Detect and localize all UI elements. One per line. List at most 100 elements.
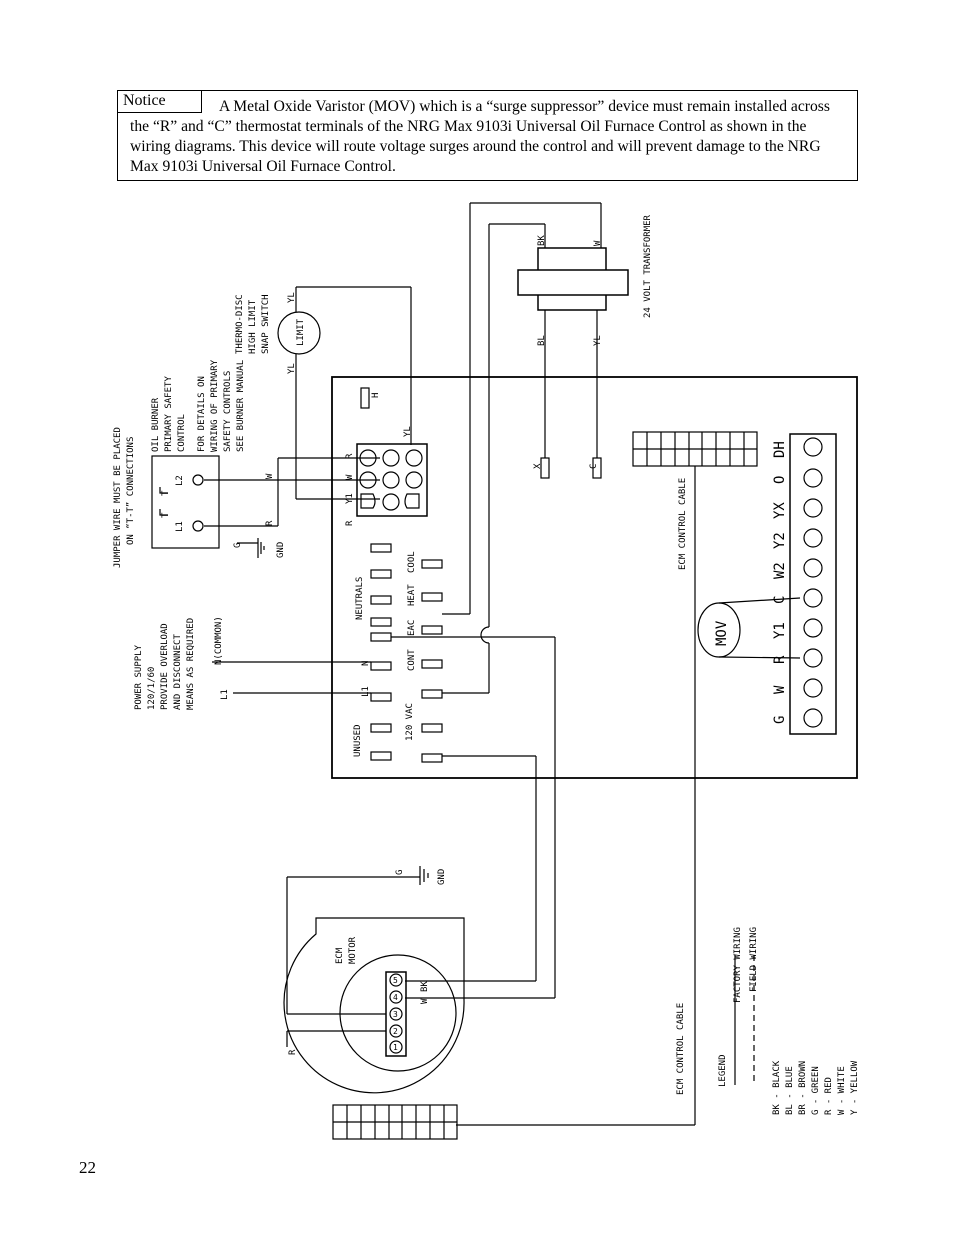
board-label-120vac: 120 VAC: [405, 703, 415, 741]
wire-label-bk: BK: [537, 235, 547, 246]
thermostat-terminal-w: W: [772, 685, 788, 694]
oil-burner-desc-1: OIL BURNER: [151, 397, 161, 452]
transformer-label: 24 VOLT TRANSFORMER: [643, 214, 653, 318]
legend-item-bl: BL - BLUE: [785, 1066, 795, 1115]
notice-tag: Notice: [118, 91, 202, 113]
board-label-eac: EAC: [407, 620, 417, 636]
ecm-motor-label-2: MOTOR: [348, 936, 358, 964]
ecm-motor: [283, 917, 465, 1094]
limit-label: LIMIT: [296, 318, 306, 346]
legend-factory: FACTORY WIRING: [733, 927, 743, 1003]
oil-burner-t-mark-1: T: [161, 490, 171, 496]
power-desc-4: AND DISCONNECT: [173, 634, 183, 710]
power-label-n-common: N(COMMON): [214, 616, 224, 665]
oil-burner-control: [151, 455, 380, 558]
mov-label: MOV: [714, 620, 730, 646]
legend-item-w: W - WHITE: [837, 1066, 847, 1115]
ecm-pin-5: 5: [393, 976, 398, 985]
ecm-label-g: G: [395, 870, 405, 875]
ecm-pin-1: 1: [393, 1043, 398, 1052]
oil-burner-desc-7: SEE BURNER MANUAL: [236, 360, 246, 452]
legend-item-bk: BK - BLACK: [772, 1060, 782, 1115]
thermostat-terminal-o: O: [772, 476, 788, 484]
power-desc-2: 120/1/60: [147, 667, 157, 710]
wire-label-bl: BL: [537, 335, 547, 346]
notice-box: Notice A Metal Oxide Varistor (MOV) whic…: [117, 90, 858, 181]
ecm-label-bk: BK: [420, 981, 430, 992]
legend-title: LEGEND: [718, 1054, 728, 1087]
wire-label-yl-board: YL: [403, 426, 413, 437]
oil-burner-desc-4: FOR DETAILS ON: [197, 376, 207, 452]
thermostat-terminal-w2: W2: [772, 562, 788, 579]
thermostat-terminal-y1: Y1: [772, 622, 788, 639]
limit-desc-2: HIGH LIMIT: [248, 299, 258, 354]
wire-label-g: G: [233, 543, 243, 548]
board-label-unused: UNUSED: [353, 724, 363, 757]
wire-label-yl-limit-bottom: YL: [287, 363, 297, 374]
plug-label-r-lower: R: [345, 520, 355, 526]
plug-label-w: W: [345, 474, 355, 480]
ecm-cable-connector: [332, 1104, 458, 1140]
legend-lines: [734, 955, 755, 1085]
oil-burner-term-l2: L2: [175, 475, 185, 486]
legend-item-y: Y - YELLOW: [850, 1060, 860, 1115]
plug-label-y1: Y1: [345, 493, 355, 504]
thermostat-terminal-yx: YX: [772, 502, 788, 519]
jumper-note-2: ON “T-T” CONNECTIONS: [126, 437, 136, 545]
ground-label: GND: [276, 542, 286, 558]
ecm-cable-label: ECM CONTROL CABLE: [676, 1003, 686, 1095]
ecm-label-w: W: [420, 998, 430, 1004]
power-desc-5: MEANS AS REQUIRED: [186, 618, 196, 710]
terminal-label-h: H: [371, 393, 381, 398]
ecm-label-r: R: [288, 1049, 298, 1055]
limit-desc-3: SNAP SWITCH: [261, 294, 271, 354]
jumper-note-1: JUMPER WIRE MUST BE PLACED: [113, 427, 123, 568]
plug-label-r: R: [345, 453, 355, 459]
power-desc-1: POWER SUPPLY: [134, 644, 144, 710]
ecm-motor-label-1: ECM: [335, 947, 345, 964]
oil-burner-term-l1: L1: [175, 521, 185, 532]
wire-label-yl-transformer: YL: [593, 335, 603, 346]
wire-label-w: W: [265, 473, 275, 479]
legend-item-r: R - RED: [824, 1077, 834, 1115]
ecm-ground-label: GND: [437, 869, 447, 885]
board-label-heat: HEAT: [407, 584, 417, 606]
oil-burner-desc-6: SAFETY CONTROLS: [223, 371, 233, 452]
thermostat-terminal-dh: DH: [772, 441, 788, 458]
limit-desc-1: THERMO-DISC: [235, 294, 245, 354]
wire-label-r: R: [265, 520, 275, 526]
transformer: [470, 202, 629, 458]
board-label-ecm-cable: ECM CONTROL CABLE: [678, 478, 688, 570]
thermostat-terminal-r: R: [772, 655, 788, 664]
ecm-pin-3: 3: [393, 1010, 398, 1019]
thermostat-terminal-c: C: [772, 596, 788, 604]
wire-label-w-top: W: [593, 240, 603, 246]
board-label-n: N: [361, 661, 371, 666]
terminal-label-x: X: [533, 463, 543, 469]
legend-item-br: BR - BROWN: [798, 1061, 808, 1115]
oil-burner-desc-2: PRIMARY SAFETY: [164, 376, 174, 452]
board-label-cool: COOL: [407, 551, 417, 573]
thermostat-terminal-g: G: [772, 716, 788, 724]
legend-item-g: G - GREEN: [811, 1066, 821, 1115]
limit-switch: [277, 286, 412, 500]
terminal-label-c: C: [589, 464, 599, 469]
board-label-neutrals: NEUTRALS: [355, 577, 365, 620]
power-desc-3: PROVIDE OVERLOAD: [160, 623, 170, 710]
oil-burner-desc-5: WIRING OF PRIMARY: [210, 359, 220, 452]
oil-burner-desc-3: CONTROL: [177, 414, 187, 452]
board-label-l1: L1: [361, 686, 371, 697]
board-label-cont: CONT: [407, 649, 417, 671]
legend-field: FIELD WIRING: [749, 927, 759, 992]
power-label-l1: L1: [220, 689, 230, 700]
oil-burner-t-mark-2: T: [161, 512, 171, 518]
ecm-pin-2: 2: [393, 1027, 398, 1036]
thermostat-terminal-y2: Y2: [772, 532, 788, 549]
control-board: [331, 376, 858, 779]
field-wiring: [212, 203, 696, 1126]
page-number: 22: [79, 1158, 96, 1177]
ecm-pin-4: 4: [393, 993, 398, 1002]
notice-text: A Metal Oxide Varistor (MOV) which is a …: [130, 98, 830, 175]
wire-label-yl-limit-top: YL: [287, 292, 297, 303]
